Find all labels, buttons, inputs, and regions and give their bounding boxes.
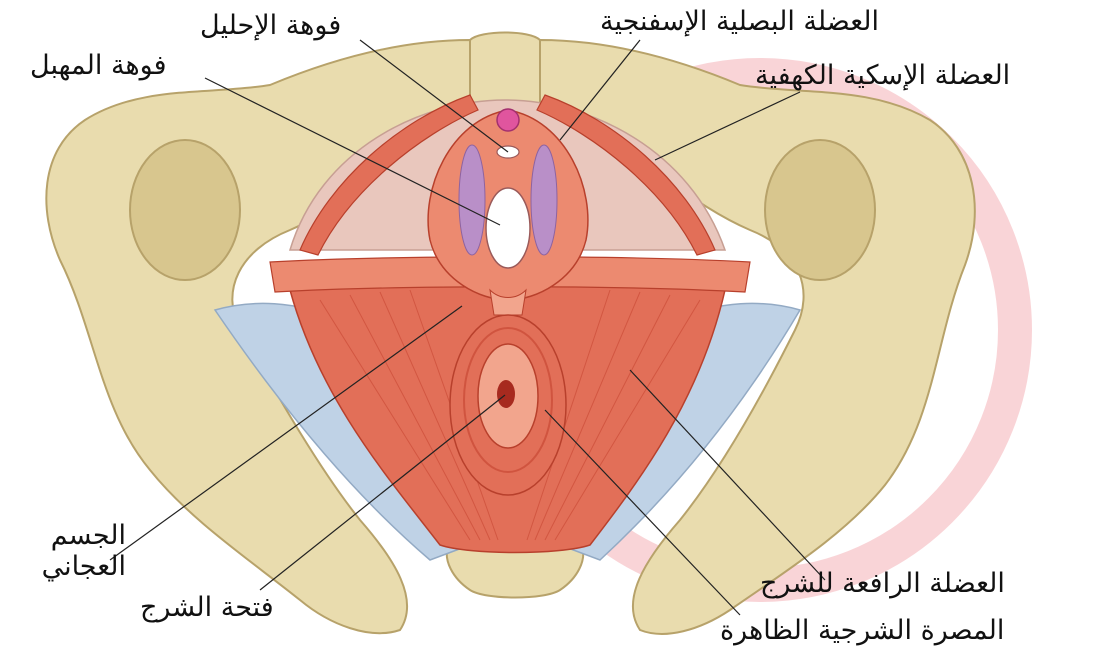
label-perineal-body: الجسم العجاني [6,520,126,582]
label-external-anal-sphincter: المصرة الشرجية الظاهرة [720,615,1004,646]
label-anal-opening: فتحة الشرج [140,592,274,623]
glans [497,109,519,131]
label-ischiocavernosus: العضلة الإسكية الكهفية [755,60,1010,91]
label-vaginal-opening: فوهة المهبل [30,50,167,81]
vaginal-opening-shape [486,188,530,268]
label-urethral-opening: فوهة الإحليل [200,10,341,41]
label-bulbospongiosus: العضلة البصلية الإسفنجية [600,6,879,37]
label-levator-ani: العضلة الرافعة للشرج [760,568,1005,599]
anal-opening-shape [497,380,515,408]
